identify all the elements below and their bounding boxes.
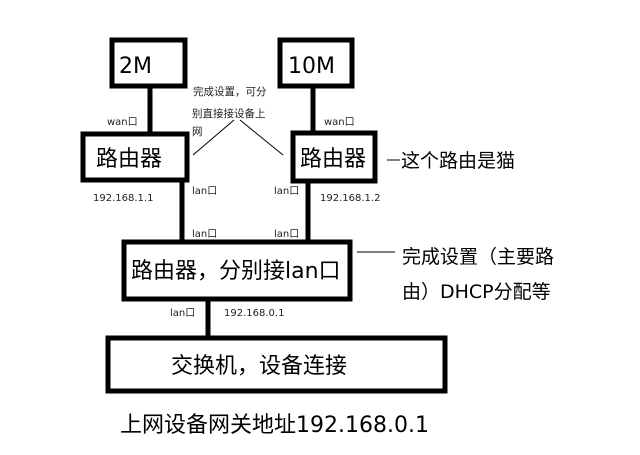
note-pointer-right xyxy=(239,119,284,156)
router-main-label: 路由器，分别接lan口 xyxy=(131,259,341,284)
isp-2m-label: 2M xyxy=(119,54,152,79)
switch-label: 交换机，设备连接 xyxy=(171,354,347,379)
port-lan-left-bottom: lan口 xyxy=(192,229,217,240)
router-main-box xyxy=(121,239,353,302)
center-note-line-3: 网 xyxy=(192,126,203,138)
main-router-note-line-1: 完成设置（主要路 xyxy=(402,246,554,268)
center-note-line-2: 别直接接设备上 xyxy=(192,107,266,120)
router-right-label: 路由器 xyxy=(300,147,366,172)
router-left-label: 路由器 xyxy=(96,147,162,172)
ip-router-left: 192.168.1.1 xyxy=(93,193,153,204)
port-wan-right: wan口 xyxy=(324,117,355,128)
note-pointer-left xyxy=(192,119,235,156)
gateway-note: 上网设备网关地址192.168.0.1 xyxy=(120,413,429,438)
isp-10m-box xyxy=(277,37,355,89)
ip-router-right: 192.168.1.2 xyxy=(320,193,380,204)
port-lan-main: lan口 xyxy=(170,308,195,319)
router-left-box xyxy=(80,131,190,183)
port-wan-left: wan口 xyxy=(107,117,138,128)
router-right-box xyxy=(290,130,378,184)
isp-10m-label: 10M xyxy=(288,54,335,79)
ip-router-main: 192.168.0.1 xyxy=(224,308,284,319)
port-lan-left-top: lan口 xyxy=(192,186,217,197)
port-lan-right-top: lan口 xyxy=(274,186,299,197)
port-lan-right-bottom: lan口 xyxy=(274,229,299,240)
modem-note: 这个路由是猫 xyxy=(401,150,515,172)
main-router-note-line-2: 由）DHCP分配等 xyxy=(402,281,551,303)
switch-box xyxy=(105,335,448,394)
isp-2m-box xyxy=(109,37,188,89)
center-note-line-1: 完成设置，可分 xyxy=(193,85,267,98)
